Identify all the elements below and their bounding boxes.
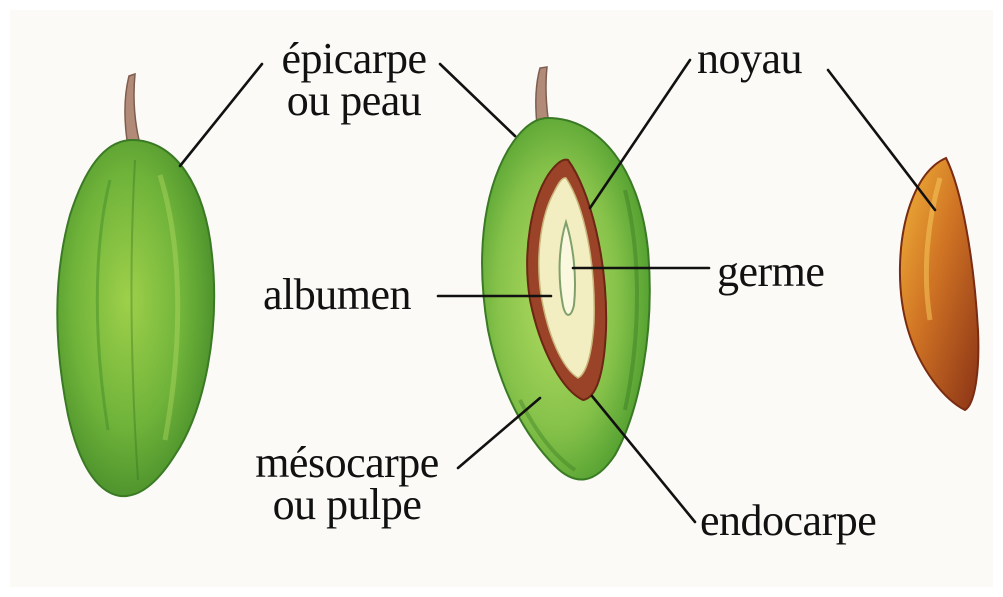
label-epicarpe-line1: épicarpe — [264, 38, 444, 80]
label-mesocarpe-line1: mésocarpe — [238, 442, 456, 484]
label-albumen: albumen — [263, 274, 411, 316]
label-mesocarpe-line2: ou pulpe — [238, 484, 456, 526]
label-mesocarpe: mésocarpe ou pulpe — [238, 442, 456, 526]
cut-fruit-stem — [536, 67, 549, 125]
pit-noyau — [900, 158, 978, 410]
whole-fruit-stem — [125, 74, 139, 140]
pit-body — [900, 158, 978, 410]
label-epicarpe: épicarpe ou peau — [264, 38, 444, 122]
label-endocarpe: endocarpe — [700, 500, 876, 542]
label-noyau: noyau — [697, 38, 802, 80]
leader-noyau-pit — [828, 70, 935, 210]
leader-epicarpe-whole — [180, 64, 262, 166]
whole-fruit — [57, 74, 214, 496]
label-epicarpe-line2: ou peau — [264, 80, 444, 122]
label-germe: germe — [717, 251, 824, 293]
leader-noyau-endocarp — [590, 60, 690, 208]
leader-epicarpe-cut — [440, 64, 515, 136]
